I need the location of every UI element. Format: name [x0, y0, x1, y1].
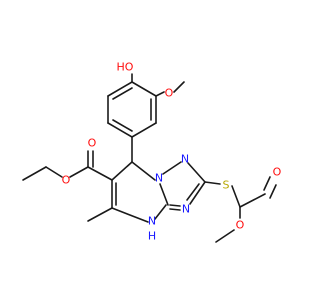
amine-hydrogen-label: H — [148, 230, 156, 243]
methoxy-oxygen-label: O — [165, 87, 174, 100]
sulfur-label: S — [223, 179, 230, 192]
bond-lines — [22, 73, 277, 243]
acid-carbonyl-oxygen-label: O — [273, 166, 282, 179]
amine-nitrogen-label: N — [148, 215, 156, 228]
atom-labels: HO O O O N N N N H S O O — [62, 61, 282, 243]
carbonyl-oxygen-label: O — [88, 137, 97, 150]
triazole-nitrogen-3-label: N — [182, 203, 190, 216]
triazole-nitrogen-2-label: N — [181, 153, 189, 166]
hydroxyl-label: HO — [117, 61, 134, 74]
triazole-nitrogen-1-label: N — [155, 172, 163, 185]
acid-ester-oxygen-label: O — [236, 219, 245, 232]
molecule-structure: HO O O O N N N N H S O O — [22, 61, 282, 243]
ester-oxygen-label: O — [62, 174, 71, 187]
